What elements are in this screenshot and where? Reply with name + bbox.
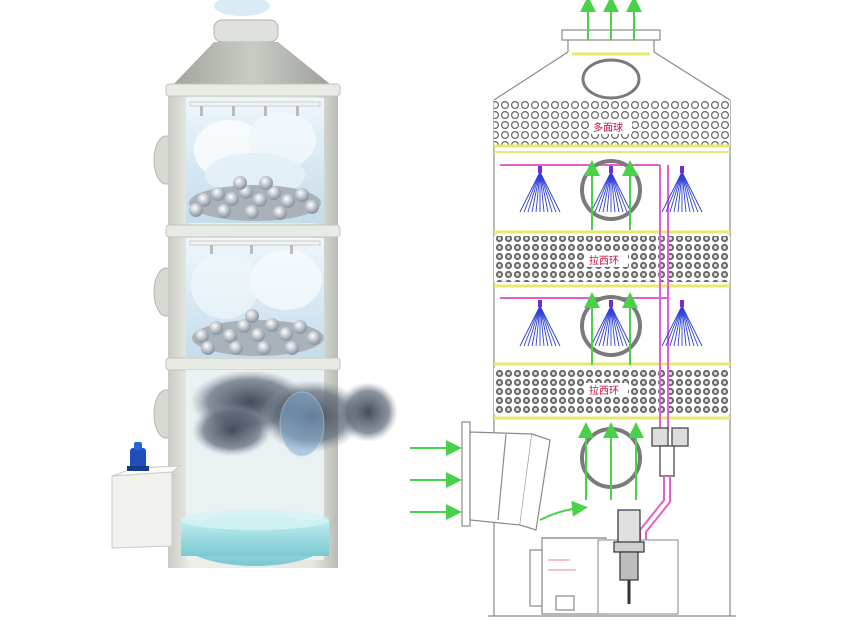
spray-mist-upper [194, 112, 316, 197]
spray-fan [591, 300, 631, 346]
inlet-port [280, 392, 324, 456]
manhole-top [583, 60, 639, 98]
water-tank [530, 538, 678, 614]
spray-fan [520, 166, 560, 212]
label-packing-middle: 拉西环 [589, 254, 619, 267]
label-packing-lower: 拉西环 [589, 384, 619, 397]
ring-band [166, 225, 340, 237]
spray-fan [591, 166, 631, 212]
tower-cone [170, 42, 335, 88]
tower-schematic [462, 30, 736, 616]
exhaust-cap [214, 20, 278, 42]
spray-fan [520, 300, 560, 346]
exhaust-vapor [214, 0, 270, 16]
ring-band [166, 358, 340, 370]
airflow-turn-arrow [540, 508, 580, 520]
inlet-duct [462, 422, 550, 530]
label-packing-top: 多面球 [593, 121, 623, 134]
ring-band [166, 84, 340, 96]
tower-render [112, 0, 398, 568]
